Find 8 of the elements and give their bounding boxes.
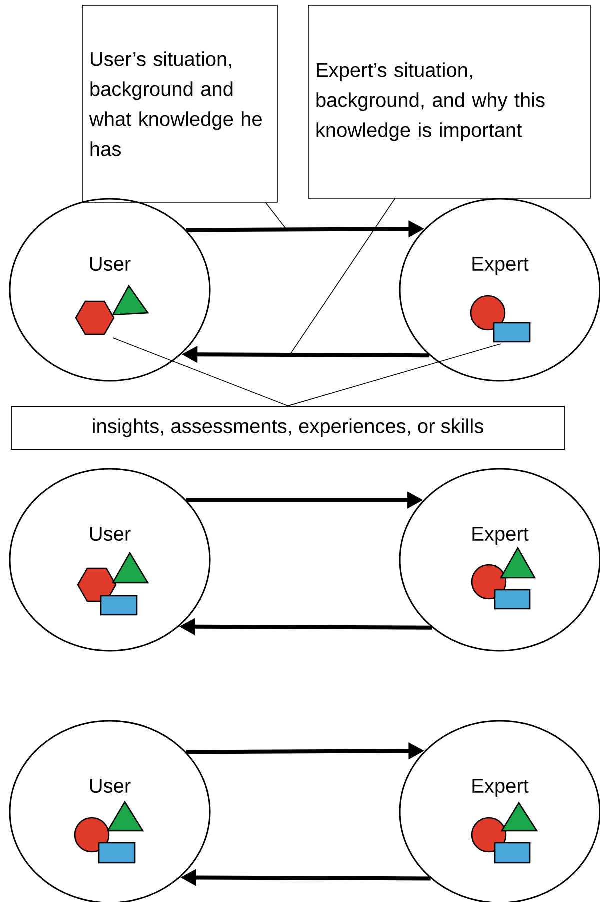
shapes-drawing (470, 295, 531, 343)
text-box: User’s situation, background and what knowledge he has (82, 5, 278, 203)
leader-line (112, 338, 288, 406)
leader-line (288, 344, 502, 406)
text-box: insights, assessments, experiences, or skills (11, 406, 565, 450)
leader-line (266, 202, 288, 230)
leader-line (290, 198, 396, 356)
text-box: Expert’s situation, background, and why this knowledge is important (308, 5, 591, 199)
